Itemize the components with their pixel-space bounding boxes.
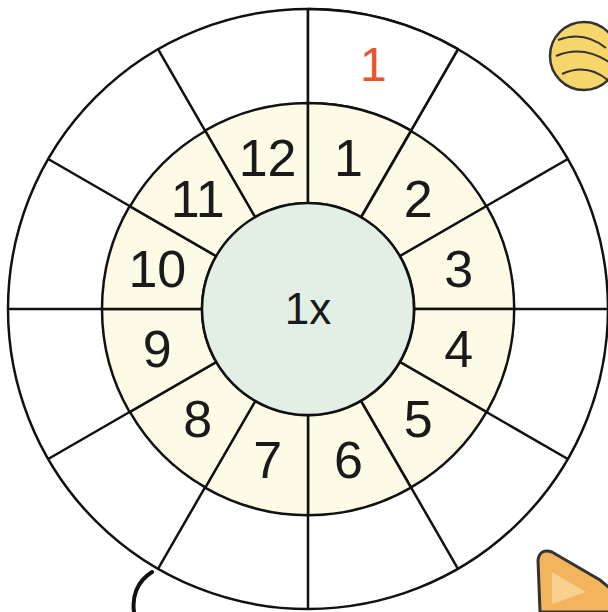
factor-number: 7 — [253, 434, 282, 486]
factor-number: 12 — [239, 132, 297, 184]
yarn-ball — [550, 22, 608, 90]
spoke-line — [48, 159, 129, 206]
cat-tail — [134, 572, 152, 612]
center-circle: 1x — [198, 199, 418, 419]
spoke-line — [158, 487, 205, 568]
factor-number: 4 — [444, 323, 473, 375]
spoke-line — [486, 412, 567, 459]
spoke-line — [486, 159, 567, 206]
factor-number: 1 — [334, 132, 363, 184]
factor-number: 2 — [404, 173, 433, 225]
cat-ear — [538, 551, 608, 612]
factor-number: 6 — [334, 434, 363, 486]
spoke-line — [307, 515, 310, 609]
spoke-line — [411, 487, 458, 568]
factor-number: 11 — [171, 173, 225, 225]
spoke-line — [8, 308, 102, 311]
outer-spokes — [8, 9, 608, 609]
factor-number: 9 — [143, 323, 172, 375]
spoke-line — [158, 49, 205, 130]
outer-ring — [8, 9, 608, 609]
spoke-line — [514, 308, 608, 311]
center-label: 1x — [285, 287, 331, 331]
factor-number: 10 — [128, 243, 186, 295]
answer-number: 1 — [360, 41, 387, 89]
factor-number: 8 — [183, 393, 212, 445]
spoke-line — [48, 412, 129, 459]
factor-number: 3 — [444, 243, 473, 295]
factor-number: 5 — [404, 393, 433, 445]
